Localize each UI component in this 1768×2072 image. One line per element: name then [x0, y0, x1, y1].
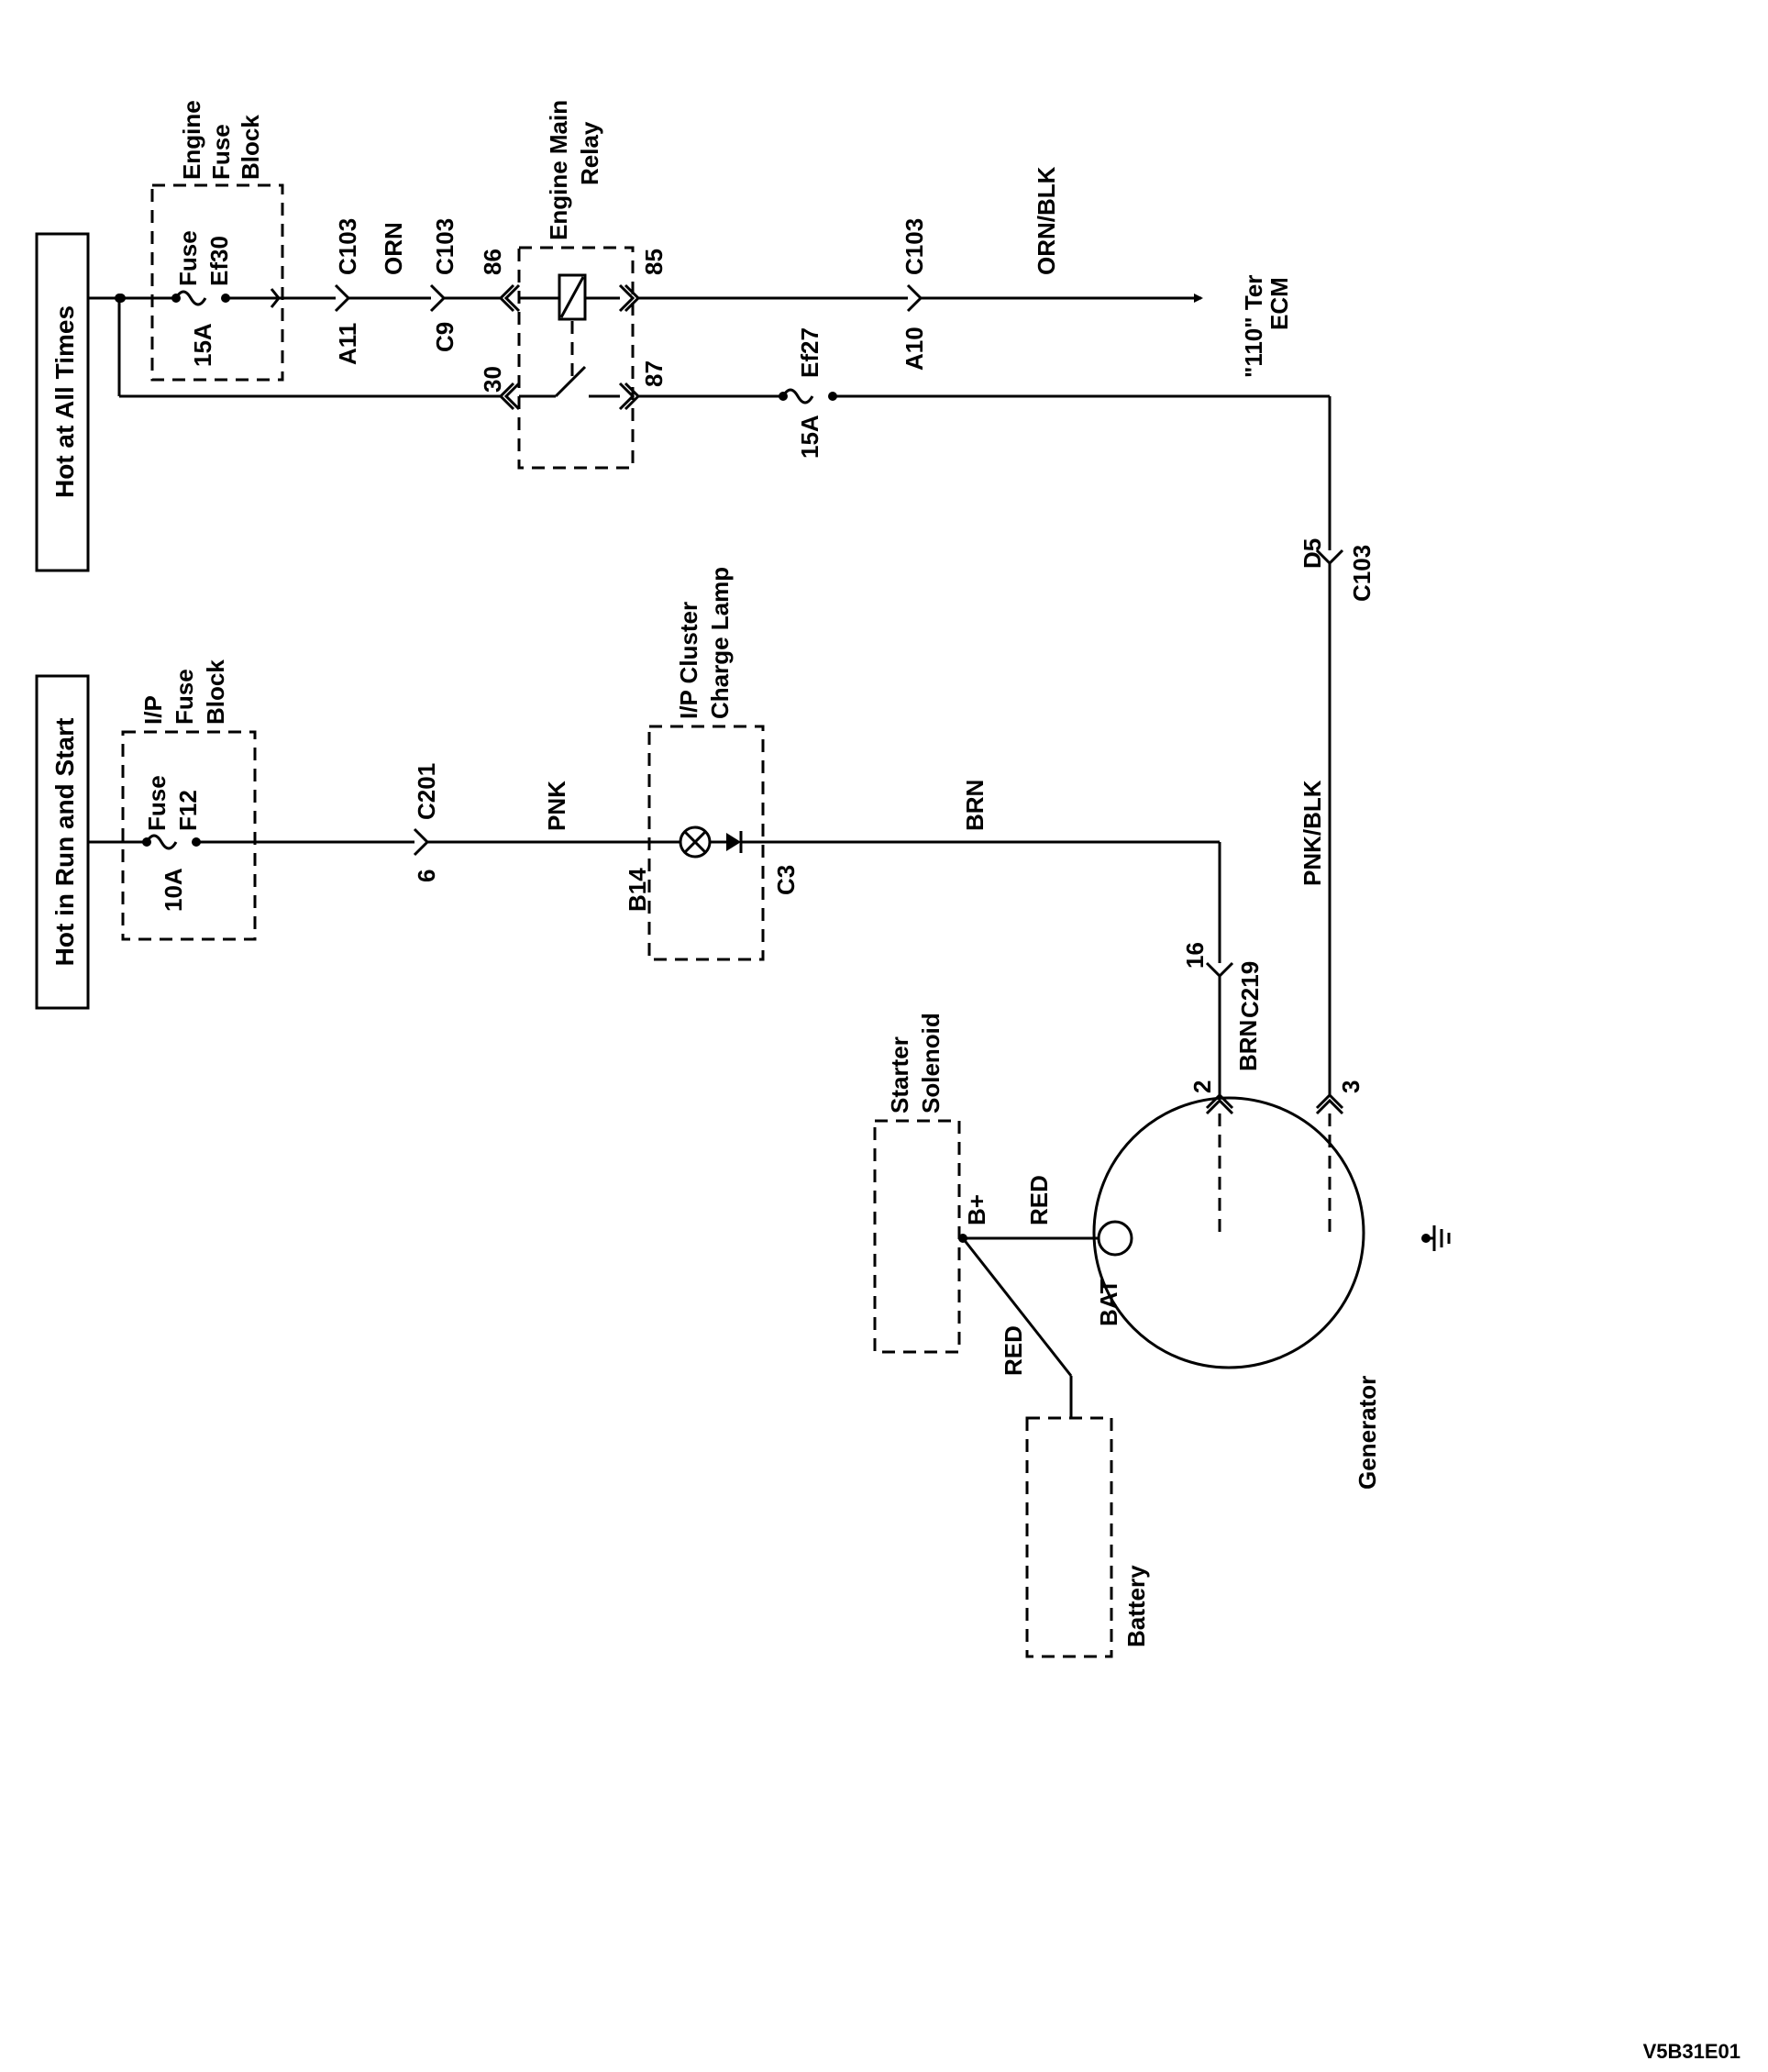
- engine-fuse-block-title1: Engine: [178, 100, 205, 180]
- ef30-fuse-label: Fuse: [174, 230, 202, 286]
- top-main-wire: [88, 273, 1203, 321]
- brn-wire-label-2: BRN: [1234, 1020, 1262, 1071]
- relay-pin-87: 87: [640, 360, 668, 387]
- hot-in-run-and-start-box: Hot in Run and Start: [35, 674, 90, 1010]
- d5-pin-label: D5: [1298, 538, 1326, 569]
- relay-pin-86: 86: [479, 249, 506, 275]
- pnk-blk-wire-label: PNK/BLK: [1298, 780, 1326, 886]
- ef27-fuse-id: Ef27: [796, 327, 823, 378]
- ip-fuse-block-title2: Fuse: [171, 669, 198, 725]
- ip-fuse-block-title3: Block: [202, 659, 229, 725]
- ef30-fuse-rating: 15A: [189, 323, 216, 367]
- f12-fuse-id: F12: [174, 790, 202, 831]
- c201-connector-label: C201: [413, 763, 440, 820]
- ip-cluster-pin-c3: C3: [772, 865, 800, 895]
- pin-6-label: 6: [413, 870, 440, 882]
- pin-16-label: 16: [1181, 942, 1209, 969]
- engine-fuse-block-title3: Block: [237, 115, 264, 180]
- generator-bat-label: BAT: [1095, 1279, 1122, 1326]
- battery-label: Battery: [1122, 1565, 1150, 1647]
- b-plus-terminal-label: B+: [963, 1194, 990, 1225]
- starter-solenoid-box: [873, 1119, 961, 1354]
- starter-solenoid-title1: Starter: [886, 1036, 913, 1114]
- pnk-wire-label: PNK: [543, 781, 570, 831]
- f12-fuse-label: Fuse: [143, 775, 171, 831]
- generator-pin-3: 3: [1337, 1080, 1365, 1093]
- ip-fuse-block-title1: I/P: [139, 695, 167, 725]
- engine-fuse-block-box: [150, 183, 284, 382]
- c219-connector-label: C219: [1236, 961, 1264, 1018]
- a11-pin-label: A11: [334, 323, 361, 365]
- hot-at-all-times-box: Hot at All Times: [35, 232, 90, 572]
- bottom-main-wire: [88, 825, 1234, 1097]
- relay-pin-85: 85: [640, 249, 668, 275]
- ip-cluster-title1: I/P Cluster: [675, 602, 702, 719]
- ecm-label: ECM: [1265, 277, 1293, 330]
- relay-title2: Relay: [576, 121, 603, 185]
- orn-blk-wire-label: ORN/BLK: [1033, 166, 1060, 275]
- engine-main-relay-box: [517, 246, 635, 470]
- c103-connector-label-3: C103: [901, 218, 928, 275]
- generator-symbol: [1092, 1092, 1451, 1369]
- hot-in-run-and-start-label: Hot in Run and Start: [50, 718, 79, 967]
- ecm-terminal-label: "110" Ter: [1240, 275, 1267, 378]
- ef27-fuse-rating: 15A: [796, 415, 823, 459]
- ip-fuse-block-box: [121, 730, 257, 941]
- ip-cluster-box: [647, 725, 765, 961]
- ip-cluster-pin-b14: B14: [624, 868, 651, 912]
- starter-solenoid-title2: Solenoid: [917, 1013, 945, 1114]
- ef30-fuse-id: Ef30: [205, 236, 233, 286]
- figure-code: V5B31E01: [1643, 2040, 1740, 2063]
- relay-pin-30: 30: [479, 366, 506, 393]
- battery-box: [1025, 1416, 1113, 1658]
- relay-title1: Engine Main: [545, 100, 572, 240]
- c103-connector-label-1: C103: [334, 218, 361, 275]
- generator-label: Generator: [1354, 1376, 1381, 1490]
- red-wire-label-2: RED: [1000, 1325, 1027, 1376]
- brn-wire-label-1: BRN: [961, 780, 989, 831]
- red-wire-label-1: RED: [1025, 1175, 1053, 1225]
- f12-fuse-rating: 10A: [160, 868, 187, 912]
- c9-pin-label: C9: [431, 322, 459, 352]
- red-wires: [958, 1234, 1099, 1418]
- ip-cluster-title2: Charge Lamp: [706, 567, 734, 719]
- orn-wire-label: ORN: [380, 222, 407, 275]
- engine-fuse-block-title2: Fuse: [207, 124, 235, 180]
- hot-at-all-times-label: Hot at All Times: [50, 305, 79, 498]
- a10-pin-label: A10: [901, 327, 928, 371]
- c103-connector-label-4: C103: [1348, 545, 1376, 602]
- top-branch-wire: [115, 294, 1344, 1097]
- generator-pin-2: 2: [1188, 1080, 1216, 1093]
- c103-connector-label-2: C103: [431, 218, 459, 275]
